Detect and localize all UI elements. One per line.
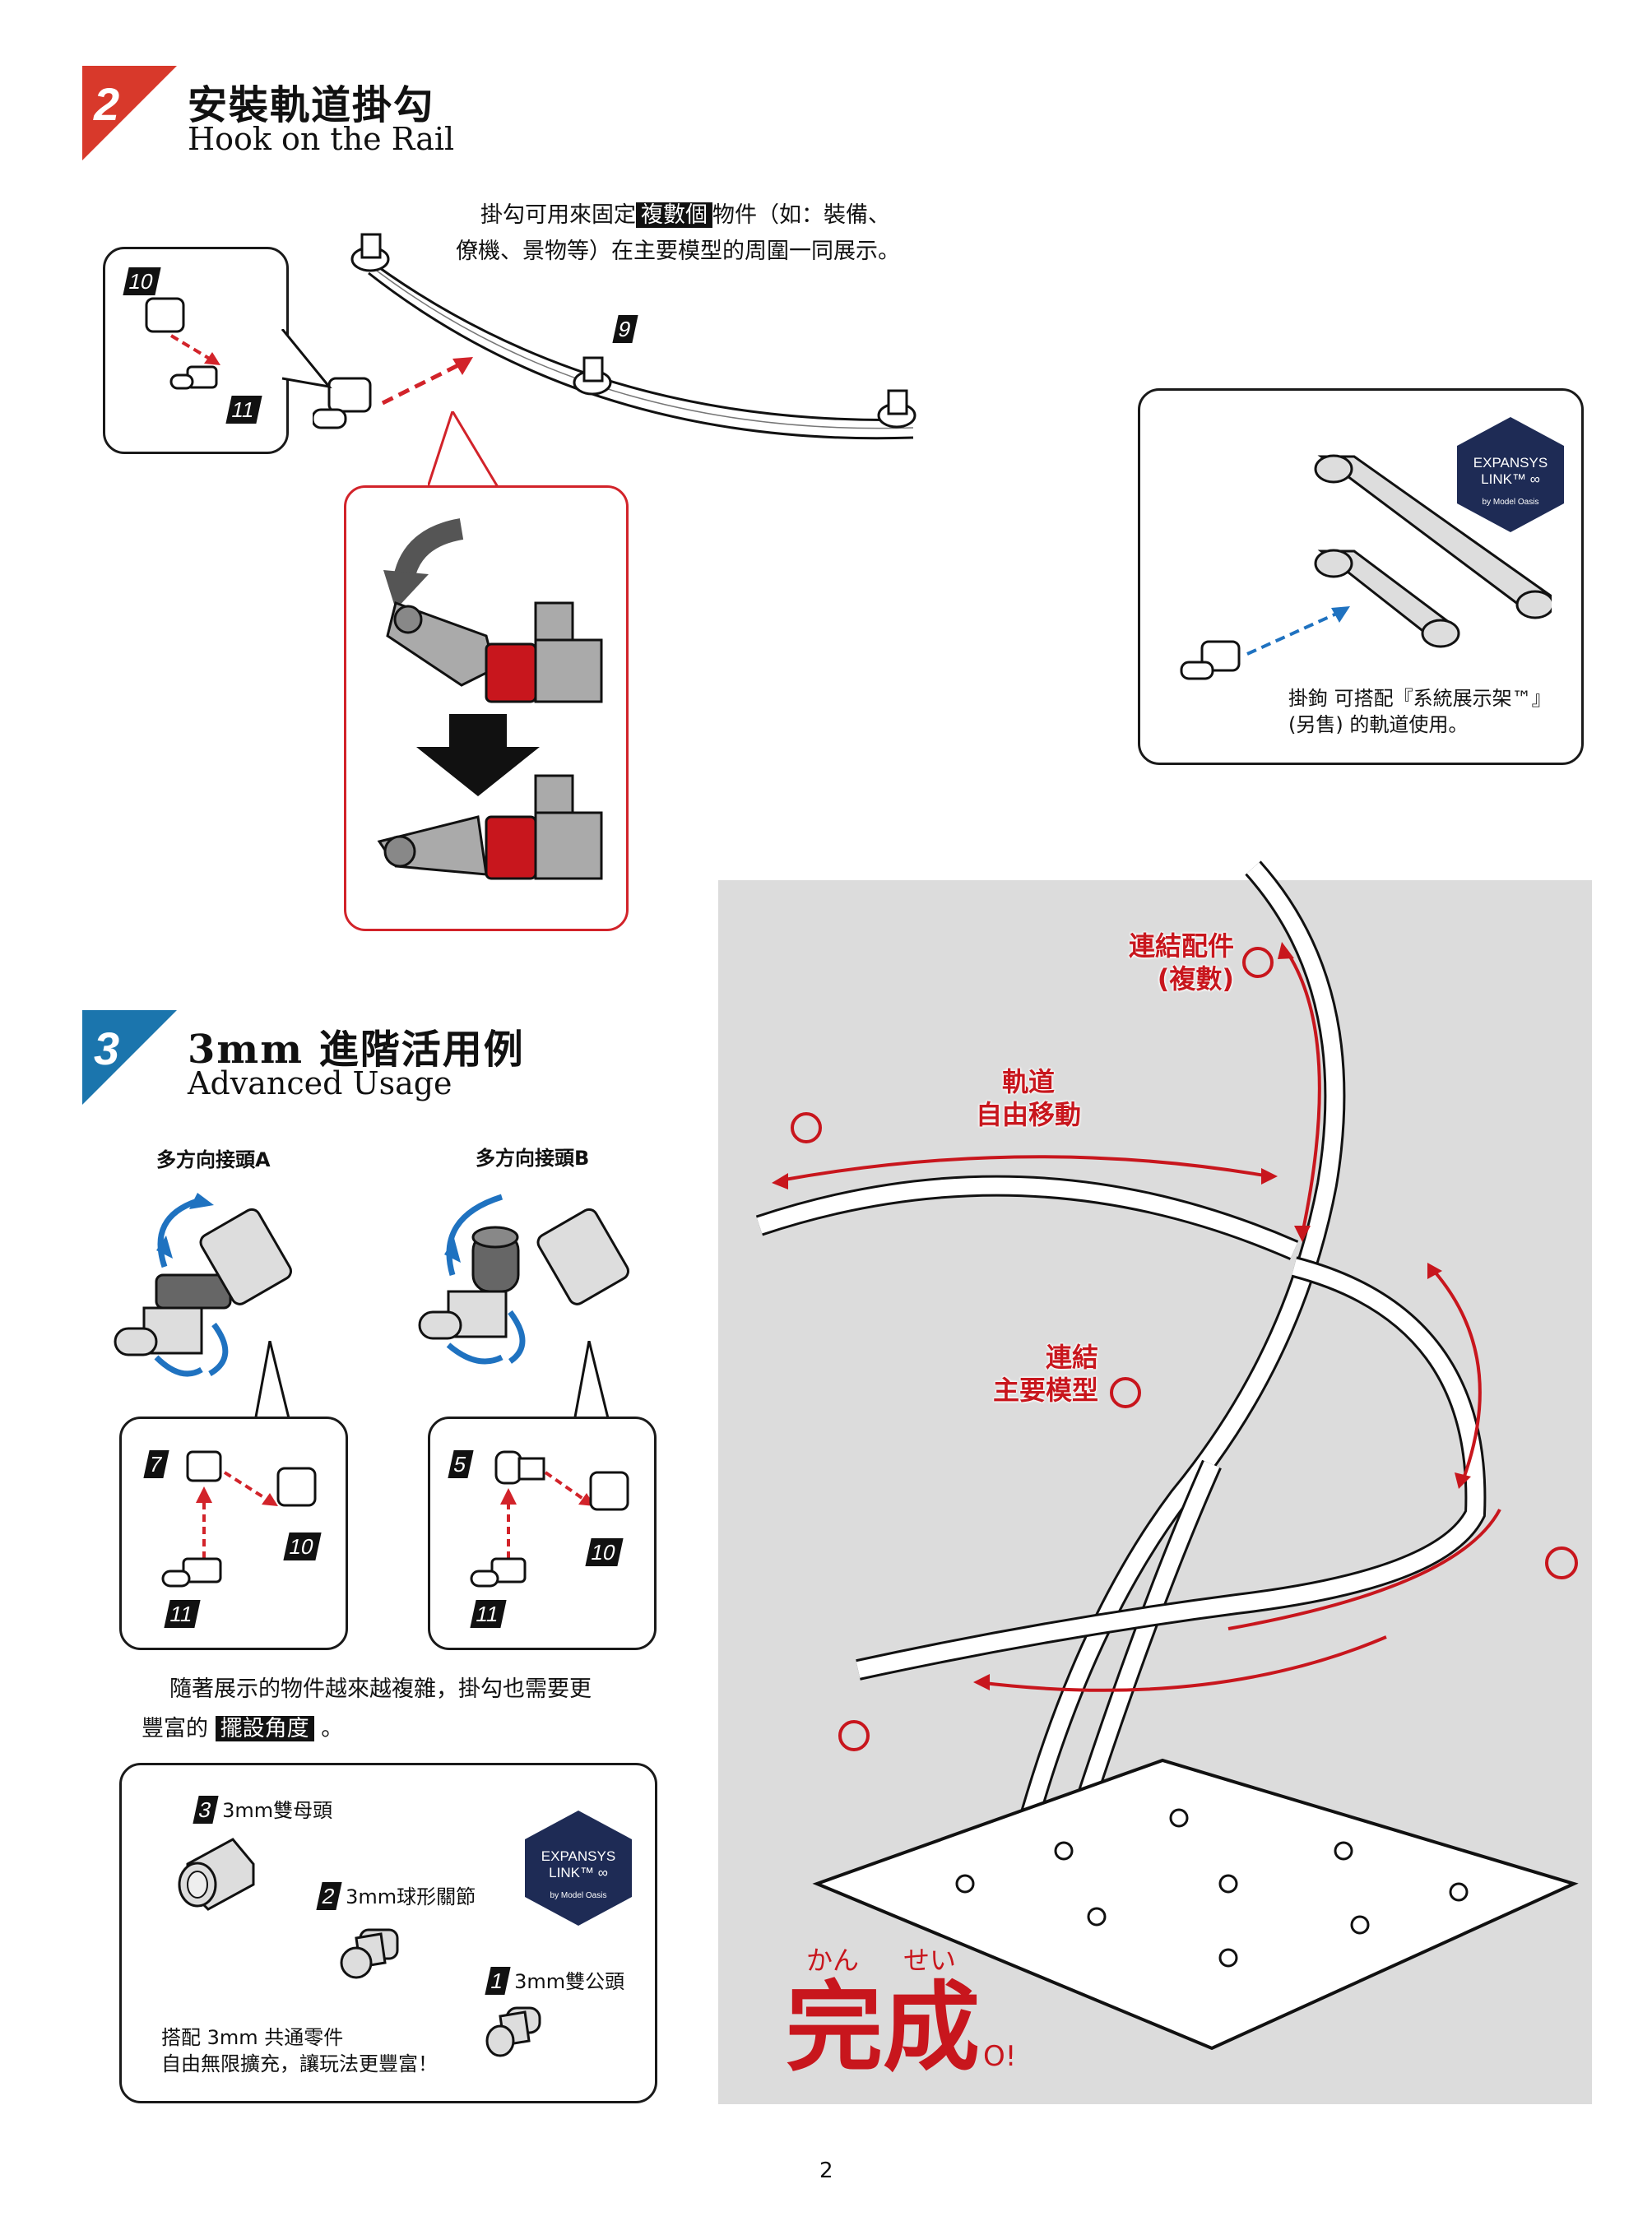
model-circle: [1110, 1377, 1141, 1408]
section-2-number: 2: [94, 78, 120, 130]
callout-highlight: 複數個: [636, 202, 712, 228]
connection-circles: [1110, 947, 1578, 1579]
double-male-part-icon: [485, 2006, 541, 2057]
highlight-circles: [791, 1112, 870, 1751]
connector-circle: [1242, 947, 1274, 978]
double-female-part-icon: [178, 1838, 255, 1911]
inset-a-tail: [253, 1341, 291, 1422]
parts-note: 搭配 3mm 共通零件 自由無限擴充，讓玩法更豐富！: [161, 2024, 438, 2077]
badge-triangle: [82, 1010, 177, 1105]
side-circle: [1545, 1546, 1578, 1579]
callout-text: 掛勾可用來固定: [480, 202, 636, 228]
logo-hexagon: [1457, 417, 1564, 532]
section-3-number: 3: [94, 1022, 120, 1074]
motion-arrows: [779, 948, 1501, 1692]
callout-line2: 僚機、景物等）在主要模型的周圍一同展示。: [456, 239, 900, 264]
hook-join-diagram: [145, 297, 220, 390]
red-box-tail: [428, 411, 499, 488]
short-rail: [1314, 549, 1460, 648]
assembly-inset-box: 10 11: [103, 247, 289, 454]
parts-note-line2: 自由無限擴充，讓玩法更豐富！: [161, 2052, 438, 2075]
section-2-badge: 2: [82, 66, 177, 160]
joint-a-assembly: [161, 1450, 317, 1588]
expansys-note: 掛鉤 可搭配『系統展示架™』 (另售) 的軌道使用。: [1288, 685, 1552, 738]
long-rail: [1314, 454, 1552, 619]
badge-triangle: [82, 66, 177, 160]
paragraph-text: 。: [321, 1716, 344, 1741]
page-number: 2: [819, 2158, 833, 2183]
completed-stand-illustration: [755, 860, 1579, 2051]
joint-b-inset-box: 5 10 11: [428, 1417, 657, 1650]
hook-part-icon: [1180, 640, 1241, 680]
section-3-subtitle: Advanced Usage: [188, 1065, 452, 1101]
hook-part-icon: [313, 377, 372, 429]
snap-steps-diagram: [377, 518, 603, 880]
logo-text-3: by Model Oasis: [1482, 498, 1539, 507]
parts-box: 3 3mm雙母頭 2 3mm球形關節 1 3mm雙公頭 搭配 3mm 共通零件 …: [119, 1763, 657, 2103]
curved-arrow-icon: [383, 518, 464, 610]
logo-text-2: LINK™ ∞: [1481, 471, 1540, 487]
completed-title: 完成: [786, 1970, 981, 2084]
logo-hexagon: [525, 1811, 632, 1926]
joint-b-assembly: [470, 1450, 629, 1588]
expansys-rails-diagram: [1180, 454, 1552, 680]
hook-to-rail-arrow: [313, 357, 473, 429]
rail-peg: [573, 356, 612, 396]
completed-suffix: O!: [983, 2040, 1017, 2073]
logo-text-3: by Model Oasis: [550, 1891, 607, 1900]
section-2-subtitle: Hook on the Rail: [188, 121, 455, 157]
part-item-1: 1 3mm雙公頭: [485, 1965, 624, 1995]
part-label-9: 9: [612, 315, 639, 343]
arrow-heads: [772, 942, 1471, 1690]
part-label-11: 11: [470, 1600, 507, 1628]
label-connector: 連結配件 (複數): [1128, 930, 1234, 995]
hook-description: 掛勾可用來固定複數個物件（如：裝備、 僚機、景物等）在主要模型的周圍一同展示。: [456, 197, 900, 270]
section-2-title: 安裝軌道掛勾: [188, 82, 435, 128]
rail-peg: [877, 389, 916, 429]
paragraph-line1: 隨著展示的物件越來越複雜，掛勾也需要更: [169, 1676, 592, 1702]
joint-a-inset-box: 7 10 11: [119, 1417, 348, 1650]
furigana-sei: せい: [903, 1945, 957, 1976]
label-connect-model: 連結 主要模型: [992, 1342, 1098, 1406]
base-plate-holes: [955, 1808, 1469, 1968]
section-3-title: 3mm 進階活用例: [188, 1027, 525, 1073]
callout-text: 物件（如：裝備、: [712, 202, 890, 228]
part-item-3: 3 3mm雙母頭: [193, 1794, 332, 1824]
expansys-note-line2: (另售) 的軌道使用。: [1288, 713, 1469, 736]
hook-attached-part: [377, 774, 603, 880]
ball-joint-part-icon: [340, 1928, 399, 1979]
paragraph-highlight: 擺設角度: [215, 1716, 314, 1741]
part-item-2: 2 3mm球形關節: [316, 1880, 476, 1910]
rail-illustration: [350, 233, 916, 440]
logo-text-1: EXPANSYS: [541, 1848, 616, 1864]
hook-snap-detail-box: [344, 485, 629, 931]
joint-b-illustration: [418, 1194, 629, 1365]
expansys-note-line1: 掛鉤 可搭配『系統展示架™』: [1288, 687, 1552, 710]
furigana-kan: かん: [806, 1945, 860, 1976]
down-arrow-icon: [416, 714, 540, 796]
expansys-compat-box: EXPANSYS LINK™ ∞ by Model Oasis 掛鉤 可搭配『系…: [1138, 388, 1584, 765]
logo-text-1: EXPANSYS: [1473, 455, 1548, 471]
joint-b-label: 多方向接頭B: [476, 1147, 590, 1170]
rail-peg: [350, 233, 390, 272]
joint-a-label: 多方向接頭A: [156, 1148, 271, 1171]
advanced-paragraph: 隨著展示的物件越來越複雜，掛勾也需要更 豐富的 擺設角度 。: [142, 1670, 592, 1749]
expansys-logo: EXPANSYS LINK™ ∞ by Model Oasis: [525, 1811, 632, 1926]
part-label-10: 10: [123, 267, 161, 295]
joint-a-illustration: [114, 1193, 292, 1377]
inset-b-tail: [573, 1341, 610, 1422]
hook-tilted-part: [386, 601, 603, 703]
section-3-badge: 3: [82, 1010, 177, 1105]
paragraph-text: 豐富的: [142, 1716, 208, 1741]
logo-text-2: LINK™ ∞: [549, 1865, 608, 1880]
inset-box-tail: [281, 329, 332, 389]
label-rail-free-move: 軌道 自由移動: [975, 1066, 1081, 1130]
parts-note-line1: 搭配 3mm 共通零件: [161, 2026, 344, 2049]
part-label-11: 11: [164, 1600, 201, 1628]
expansys-logo: EXPANSYS LINK™ ∞ by Model Oasis: [1457, 417, 1564, 532]
